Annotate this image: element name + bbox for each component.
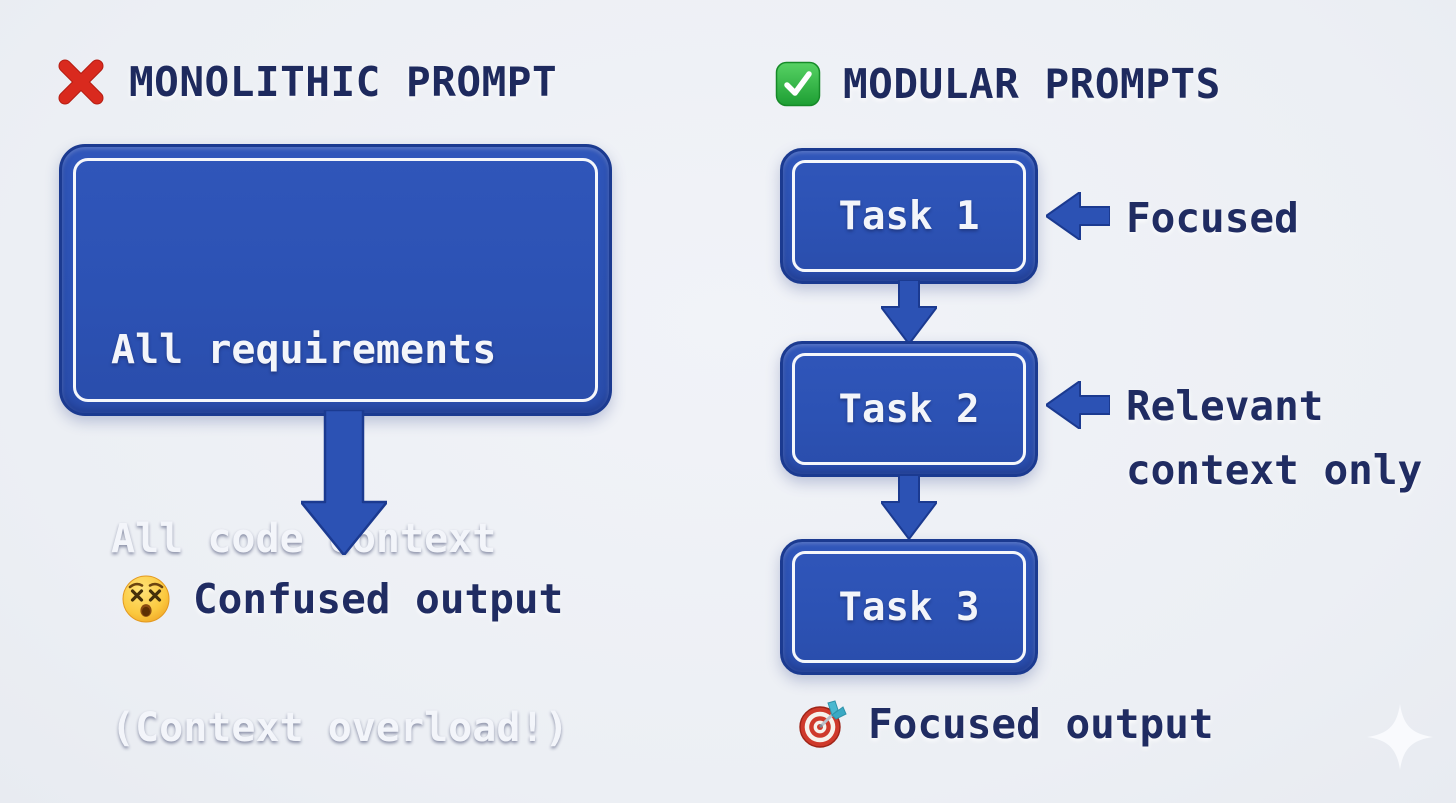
- annotation-arrow-left-icon: [1046, 192, 1110, 240]
- monolithic-header: MONOLITHIC PROMPT: [57, 58, 557, 106]
- task-flow-arrow-icon: [881, 475, 937, 539]
- check-mark-icon: [775, 61, 821, 107]
- monolithic-result: Confused output: [121, 574, 563, 624]
- annotation-line: Relevant: [1126, 382, 1324, 430]
- panel-title: MODULAR PROMPTS: [843, 60, 1221, 108]
- task-box-3: Task 3: [780, 539, 1038, 675]
- annotation-label: Focused: [1126, 194, 1299, 242]
- cross-mark-icon: [58, 59, 104, 105]
- task-box-1: Task 1: [780, 148, 1038, 284]
- annotation-line: context only: [1126, 446, 1423, 494]
- task-box-2: Task 2: [780, 341, 1038, 477]
- result-label: Focused output: [868, 700, 1214, 748]
- task-label: Task 3: [838, 584, 980, 630]
- monolith-box-text: All requirements All code context (Conte…: [111, 193, 569, 803]
- sparkle-icon: [1367, 704, 1433, 770]
- modular-header: MODULAR PROMPTS: [775, 60, 1221, 108]
- panel-title: MONOLITHIC PROMPT: [129, 58, 558, 106]
- task-label: Task 1: [838, 193, 980, 239]
- modular-result: Focused output: [796, 698, 1214, 750]
- flow-arrow-down-icon: [301, 410, 387, 555]
- task-flow-arrow-icon: [881, 280, 937, 344]
- box-line: (Context overload!): [111, 705, 569, 751]
- annotation-arrow-left-icon: [1046, 381, 1110, 429]
- monolith-box: All requirements All code context (Conte…: [59, 144, 612, 751]
- annotation-label: Relevant context only: [1126, 374, 1422, 502]
- task-label: Task 2: [838, 386, 980, 432]
- target-icon: [799, 700, 847, 748]
- box-line: All requirements: [111, 327, 497, 373]
- dizzy-face-icon: [122, 575, 170, 623]
- result-label: Confused output: [193, 575, 564, 623]
